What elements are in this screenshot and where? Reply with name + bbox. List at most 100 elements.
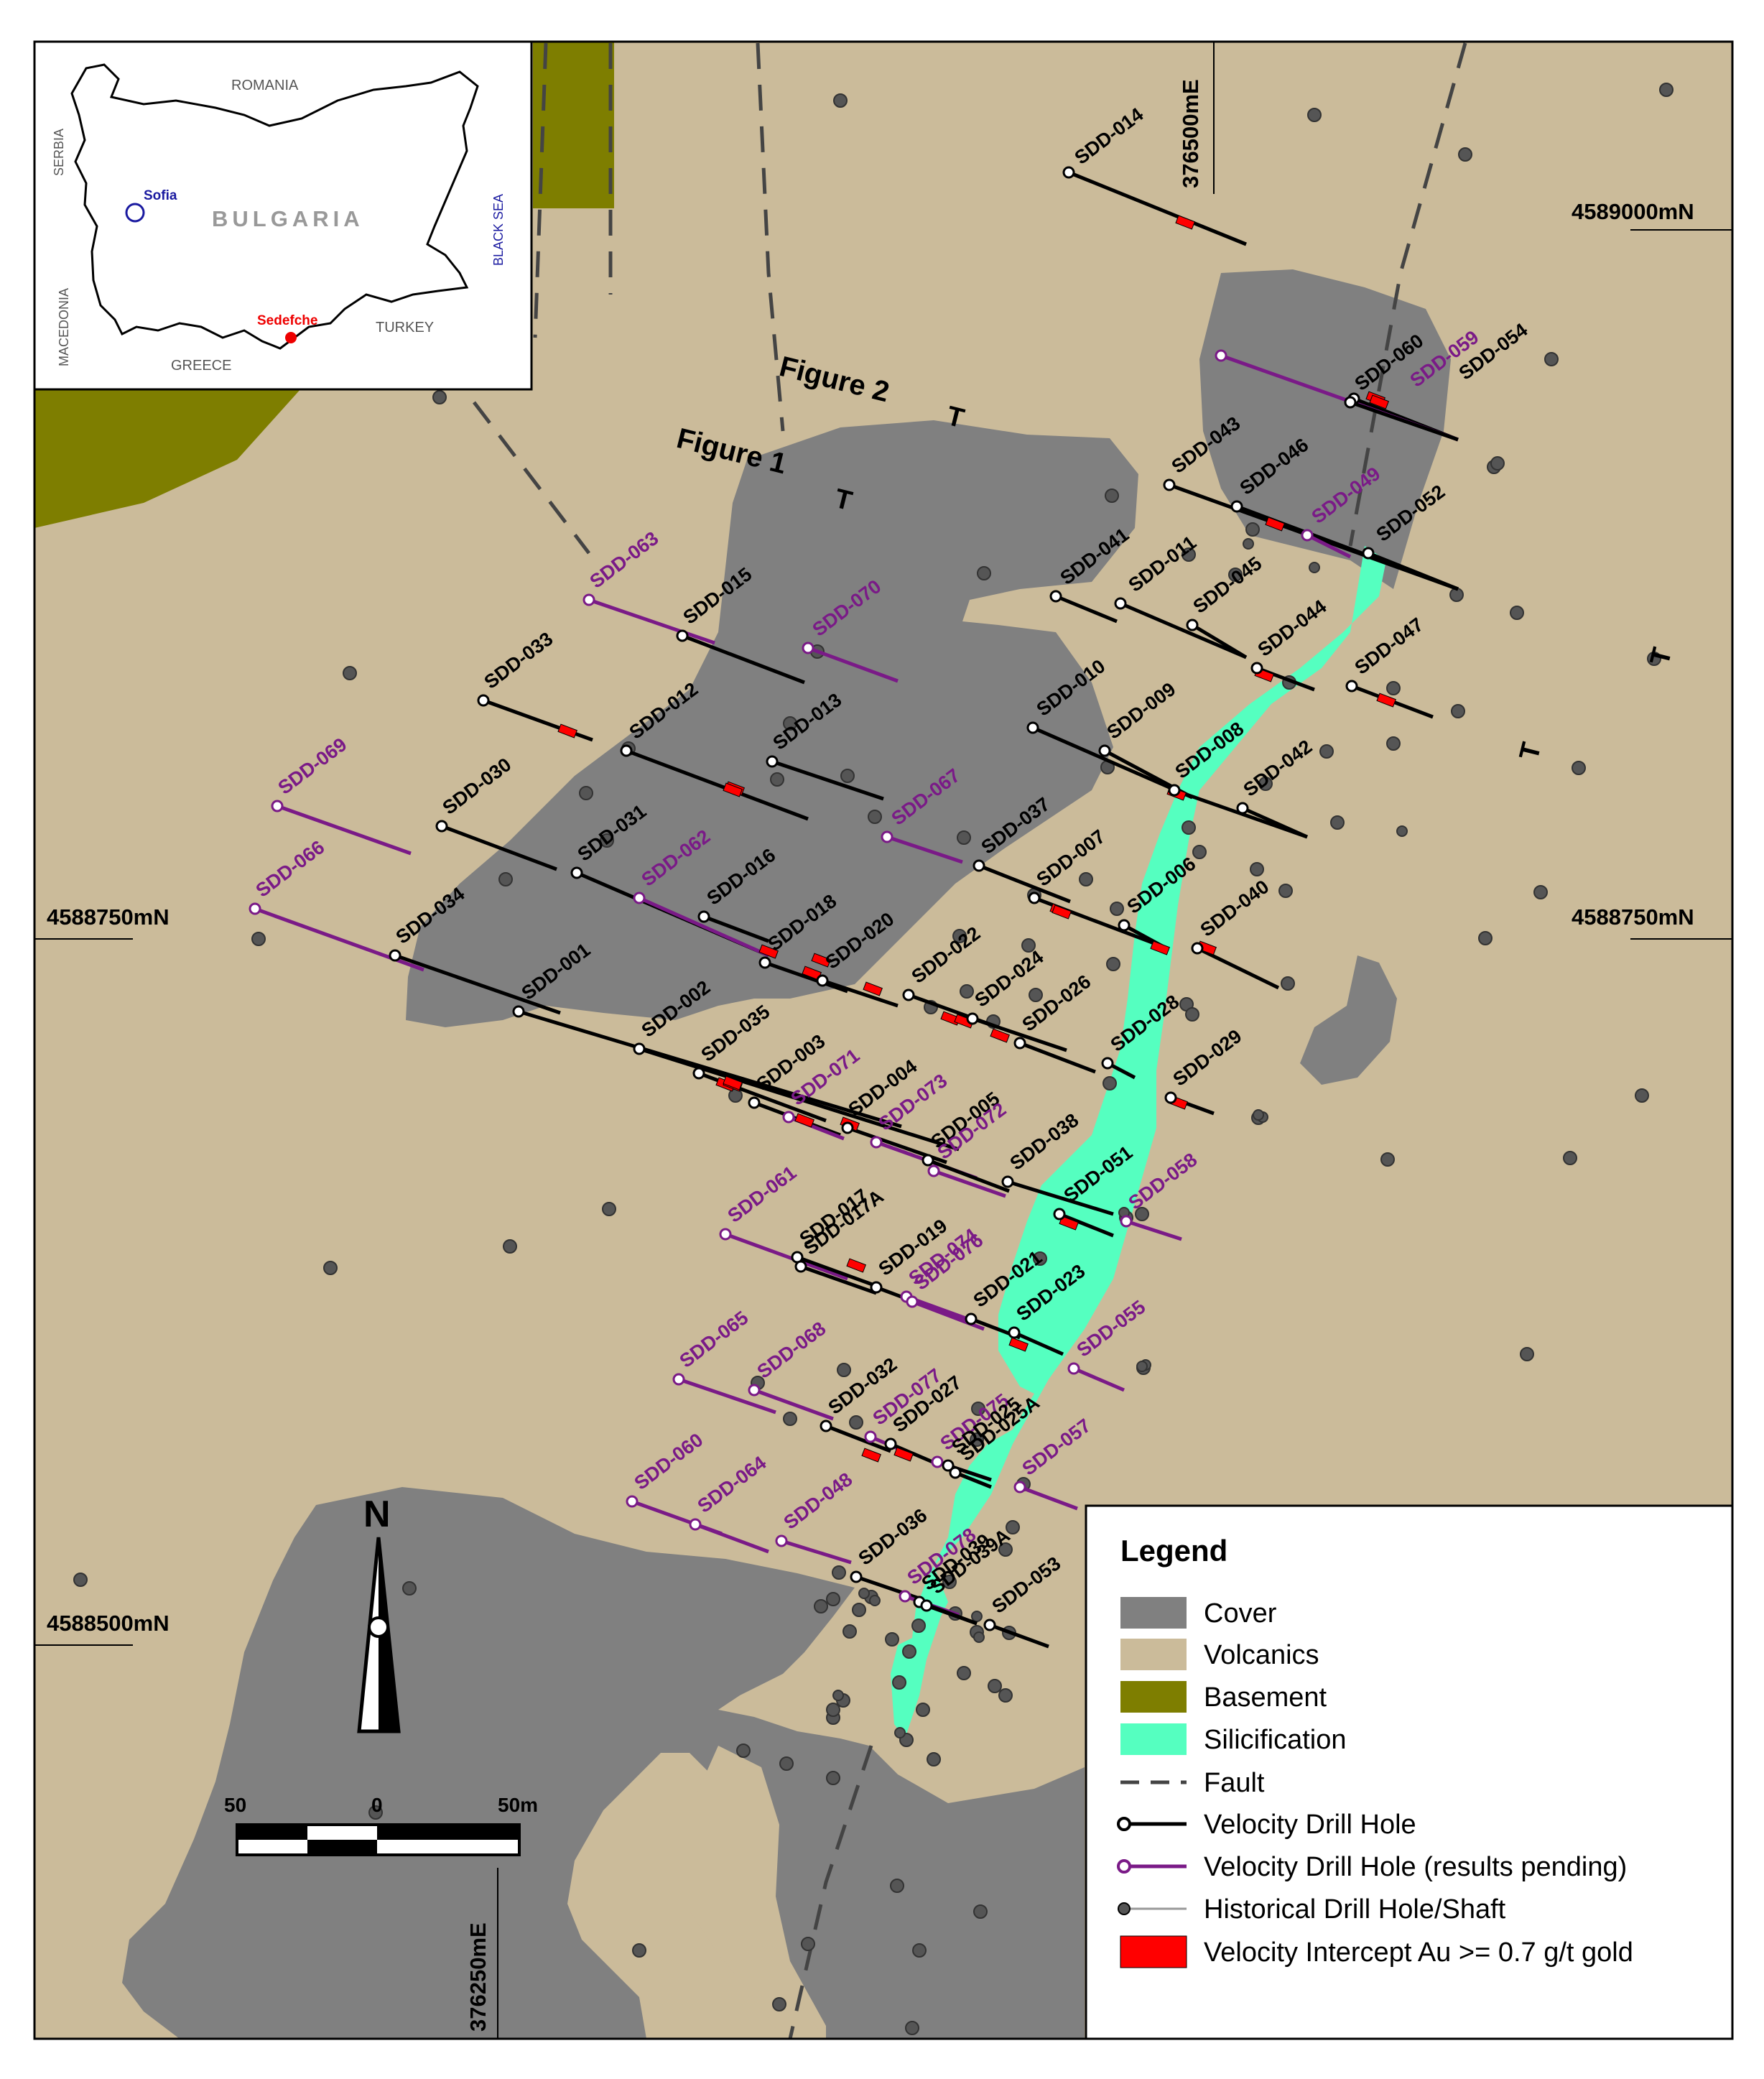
collar-sdd-004 — [841, 1121, 854, 1134]
drill-trace-sdd-014 — [1068, 170, 1247, 246]
drill-trace-sdd-068 — [753, 1388, 834, 1421]
collar-sdd-025a — [949, 1466, 962, 1479]
collar-sdd-077 — [864, 1430, 877, 1443]
intercept-sdd-007-0 — [1052, 904, 1072, 920]
north-arrow: N — [357, 1494, 401, 1733]
collar-sdd-060 — [626, 1495, 639, 1508]
velocity-collar-icon — [1117, 1817, 1131, 1831]
collar-sdd-065 — [672, 1373, 685, 1386]
inset-bulgaria: BULGARIA — [212, 206, 364, 231]
collar-sdd-010 — [1026, 721, 1039, 734]
intercept-sdd-019-0 — [846, 1258, 866, 1273]
collar-sdd-054 — [1344, 396, 1357, 409]
drill-trace-sdd-026 — [1019, 1041, 1096, 1074]
inset-sofia: Sofia — [144, 188, 177, 203]
collar-sdd-012 — [620, 744, 633, 757]
drill-trace-sdd-058 — [1125, 1219, 1182, 1241]
scale-bar: 50 0 50m — [224, 1794, 538, 1856]
intercept-sdd-043-0 — [1265, 517, 1285, 532]
drill-trace-sdd-072 — [933, 1169, 1006, 1198]
drill-trace-sdd-032 — [825, 1424, 891, 1453]
collar-sdd-001 — [512, 1005, 525, 1018]
pending-collar-icon — [1117, 1859, 1131, 1874]
legend-pending-hole: Velocity Drill Hole (results pending) — [1204, 1852, 1627, 1882]
drill-trace-sdd-039a — [926, 1603, 978, 1626]
legend-velocity-hole: Velocity Drill Hole — [1204, 1810, 1416, 1840]
drill-trace-sdd-045 — [1191, 623, 1248, 659]
collar-sdd-003 — [748, 1096, 761, 1109]
gold-intercepts — [557, 215, 1396, 1463]
location-inset: ROMANIA SERBIA Sofia BULGARIA BLACK SEA … — [33, 40, 533, 391]
drill-trace-sdd-069 — [277, 804, 412, 856]
intercept-sdd-006-0 — [1150, 940, 1170, 955]
drill-trace-sdd-054 — [1350, 400, 1459, 442]
collar-sdd-049 — [1301, 529, 1314, 542]
collar-sdd-015 — [676, 629, 689, 642]
drill-trace-sdd-037 — [978, 863, 1071, 904]
inset-black-sea: BLACK SEA — [491, 194, 506, 266]
intercept-sdd-013-0 — [723, 782, 743, 797]
drill-trace-sdd-020 — [822, 978, 899, 1008]
collar-sdd-068 — [748, 1384, 761, 1397]
collar-sdd-044 — [1250, 662, 1263, 675]
inset-macedonia: MACEDONIA — [57, 288, 71, 366]
drill-trace-sdd-017a — [800, 1264, 877, 1295]
sofia-marker — [125, 203, 145, 223]
legend-basement: Basement — [1204, 1682, 1327, 1713]
collar-sdd-025 — [942, 1459, 955, 1472]
collar-sdd-035 — [692, 1067, 705, 1080]
drill-trace-sdd-018 — [764, 960, 848, 994]
inset-serbia: SERBIA — [52, 129, 66, 176]
northing-label-top: 4589000mN — [1572, 199, 1694, 224]
collar-sdd-071 — [782, 1111, 795, 1124]
intercept-sdd-020-0 — [863, 981, 883, 996]
basement-area-top — [533, 42, 614, 208]
drill-trace-sdd-015 — [682, 634, 805, 685]
drill-trace-sdd-016 — [703, 915, 769, 943]
collar-sdd-011 — [1114, 597, 1127, 610]
historical-drill-holes — [73, 83, 1674, 2035]
intercept-sdd-035-0 — [723, 1075, 743, 1091]
legend-fault: Fault — [1204, 1768, 1265, 1798]
collar-sdd-037 — [972, 859, 985, 872]
collar-sdd-073 — [870, 1136, 883, 1149]
collar-sdd-007 — [1028, 892, 1041, 904]
collar-sdd-069 — [271, 800, 284, 812]
collar-sdd-067 — [881, 830, 893, 843]
collar-sdd-027 — [884, 1437, 897, 1450]
collar-sdd-057 — [1013, 1481, 1026, 1494]
drill-trace-sdd-049 — [1306, 533, 1352, 559]
intercept-sdd-031-1 — [811, 953, 831, 968]
collar-sdd-053 — [983, 1619, 996, 1631]
drill-trace-sdd-023 — [1013, 1330, 1064, 1356]
collar-sdd-046 — [1230, 500, 1243, 513]
basement-swatch — [1120, 1681, 1187, 1713]
collar-sdd-059 — [1215, 349, 1227, 362]
intercept-sdd-014-0 — [1175, 215, 1195, 230]
inset-sedefche: Sedefche — [257, 313, 317, 328]
drill-trace-sdd-030 — [441, 824, 557, 871]
collar-sdd-002 — [633, 1042, 646, 1055]
inset-romania: ROMANIA — [231, 78, 299, 93]
collar-sdd-019 — [870, 1281, 883, 1294]
collar-sdd-072 — [927, 1164, 940, 1177]
intercept-sdd-047-0 — [1376, 693, 1396, 708]
cover-area-main — [406, 420, 1138, 1027]
legend-title: Legend — [1120, 1534, 1227, 1568]
collar-sdd-040 — [1191, 942, 1204, 955]
drill-trace-sdd-001 — [518, 1009, 902, 1129]
north-label: N — [363, 1494, 391, 1535]
drill-trace-sdd-017 — [797, 1255, 877, 1288]
silicification-zone — [891, 546, 1386, 1738]
drill-trace-sdd-067 — [886, 835, 963, 864]
collar-sdd-043 — [1163, 478, 1176, 491]
historical-collar-icon — [1118, 1902, 1131, 1915]
drill-trace-sdd-063 — [588, 598, 715, 645]
collar-sdd-020 — [816, 974, 829, 987]
collar-sdd-041 — [1049, 590, 1062, 603]
collar-sdd-022 — [902, 988, 915, 1001]
drill-hole-collars — [249, 166, 1375, 1631]
collar-sdd-076 — [906, 1295, 919, 1308]
intercept-sdd-027-0 — [861, 1448, 881, 1463]
collar-sdd-005 — [922, 1154, 934, 1167]
